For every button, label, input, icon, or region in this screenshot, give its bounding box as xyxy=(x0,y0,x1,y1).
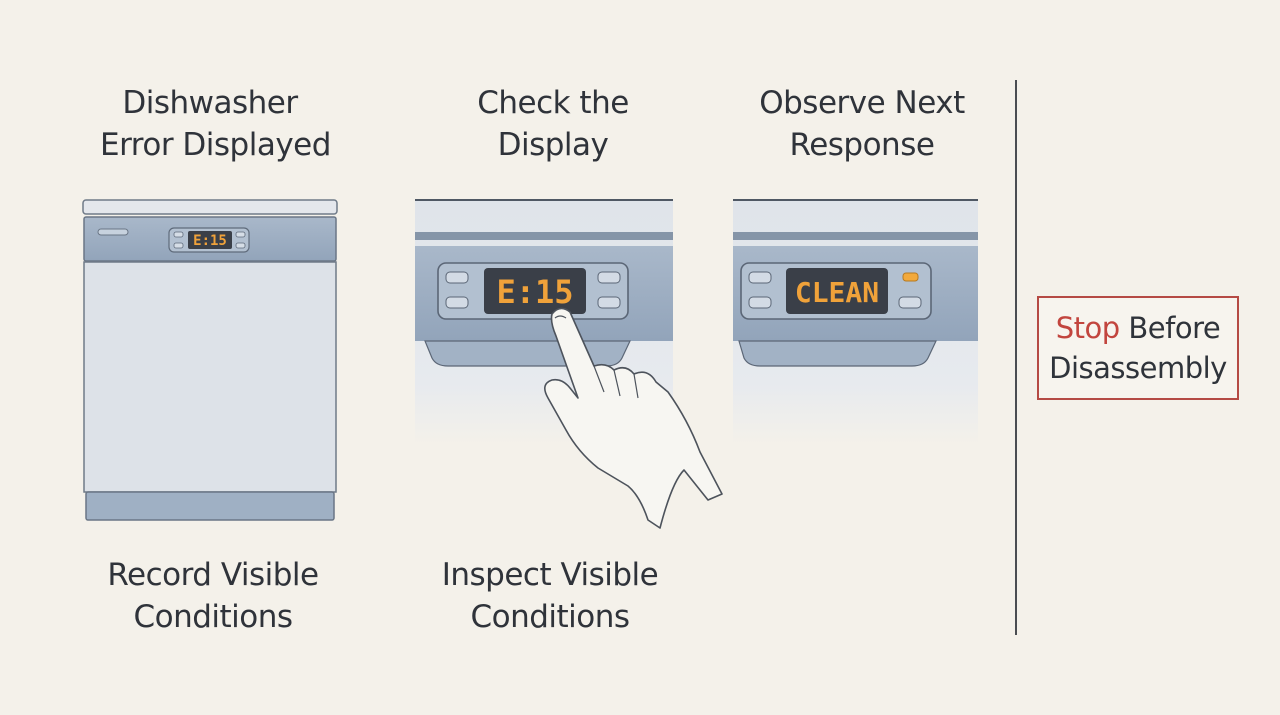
clean-display: CLEAN xyxy=(795,276,879,309)
stop-line2: Disassembly xyxy=(1049,351,1227,385)
stop-before: Before xyxy=(1128,311,1221,345)
step1-title: Dishwasher Error Displayed xyxy=(100,85,331,163)
step3-title: Observe Next Response xyxy=(759,85,965,163)
step2-title: Check the Display xyxy=(477,85,629,163)
status-led-icon xyxy=(902,272,919,282)
pointing-hand-icon xyxy=(544,307,723,529)
section-divider xyxy=(1015,80,1017,635)
step2-caption: Inspect Visible Conditions xyxy=(441,557,659,635)
error-code-display: E:15 xyxy=(193,233,227,249)
control-panel-closeup-2: CLEAN xyxy=(733,199,978,445)
control-panel-closeup-1: E:15 xyxy=(415,199,723,529)
step1-caption: Record Visible Conditions xyxy=(107,557,319,635)
error-code-display-closeup: E:15 xyxy=(496,273,573,311)
stop-line1: Stop Before xyxy=(1055,308,1221,348)
stop-warning-box: Stop Before Disassembly xyxy=(1037,296,1239,400)
stop-word: Stop xyxy=(1055,311,1120,345)
dishwasher-full: E:15 xyxy=(82,199,338,521)
